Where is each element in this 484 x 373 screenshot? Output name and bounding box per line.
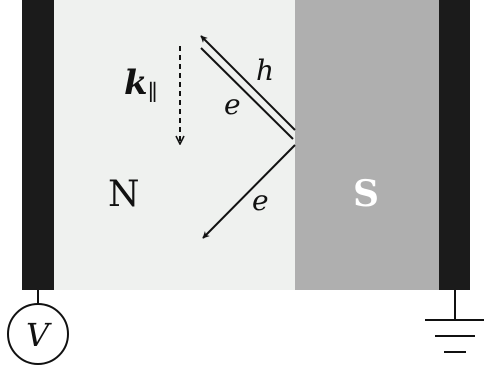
- k-parallel-subscript: ∥: [148, 81, 158, 106]
- superconductor-label: S: [353, 173, 379, 215]
- voltage-source-circle: [7, 303, 69, 365]
- outgoing-electron-arrow: [202, 144, 296, 239]
- normal-region: [54, 0, 295, 290]
- superconductor-region: [295, 0, 439, 290]
- normal-label: N: [108, 174, 140, 215]
- ground-icon: [425, 290, 484, 353]
- incident-electron-label: e: [224, 88, 241, 121]
- left-contact: [22, 0, 54, 290]
- hole-label: h: [256, 54, 274, 87]
- k-parallel-label: k∥: [124, 63, 158, 106]
- right-contact: [439, 0, 470, 290]
- incident-electron-arrow: [200, 47, 294, 140]
- k-vector-symbol: k: [124, 63, 148, 103]
- voltage-source-label: V: [26, 316, 52, 354]
- outgoing-electron-label: e: [252, 184, 269, 217]
- reflected-hole-arrow: [200, 35, 296, 131]
